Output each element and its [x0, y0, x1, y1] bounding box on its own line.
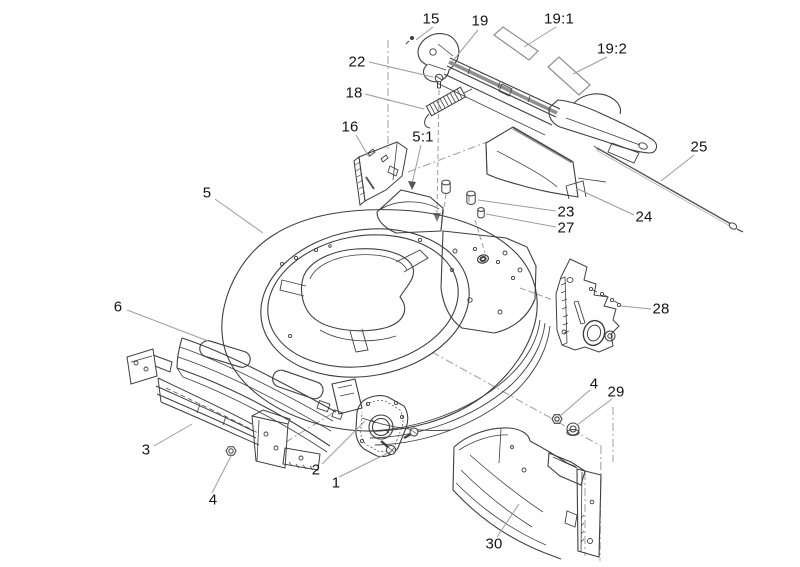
locknut-29: [566, 422, 580, 436]
bumper-left-flange: [126, 348, 158, 385]
screw-22: [434, 73, 444, 89]
discharge-deflector-30: [452, 414, 602, 560]
spring-hook: [424, 113, 431, 129]
door-hinge-rod: [436, 82, 546, 136]
cover-tab: [565, 180, 587, 200]
grommet-center: [479, 256, 487, 262]
bolt-1: [380, 440, 397, 456]
leader-arrowhead-5-1: [408, 181, 416, 190]
decal-19-2: [547, 56, 591, 96]
callout-22: 22: [348, 53, 366, 71]
belt-cover-24: [485, 126, 607, 200]
bolts-23-27: [441, 179, 485, 219]
door-left-cap: [417, 33, 460, 83]
callout-24: 24: [635, 208, 653, 226]
deck-bolt-holes: [279, 237, 516, 339]
callout-3: 3: [141, 441, 151, 459]
deflector-bracket: [576, 468, 602, 558]
bolt-upper: [441, 179, 451, 194]
hinge-pin-15: [405, 36, 414, 45]
decals: [493, 26, 591, 96]
callout-15: 15: [422, 10, 440, 28]
rear-door-assembly: [405, 33, 658, 164]
callout-27: 27: [557, 219, 575, 237]
callout-18: 18: [345, 84, 363, 102]
grommet: [476, 254, 490, 264]
spring-tail: [463, 88, 473, 94]
nut-4-right: [551, 414, 563, 424]
rear-panel-holes: [450, 248, 523, 315]
blade-opening: [300, 248, 415, 332]
door-right-hump: [573, 93, 622, 115]
callout-28: 28: [652, 300, 670, 318]
rear-cowl: [376, 189, 444, 234]
torsion-spring: [424, 86, 473, 129]
bracket-pin: [365, 176, 375, 190]
callout-4-right: 4: [589, 375, 599, 393]
door-right-boot: [548, 99, 658, 154]
door-bar-stripe: [448, 60, 558, 115]
front-bumper-3: [126, 348, 321, 471]
callout-5: 5: [202, 184, 212, 202]
skirt-ridges: [361, 319, 551, 446]
bolt-27: [477, 207, 485, 219]
opening-bridge-1: [395, 249, 429, 273]
deflector-tab: [564, 510, 578, 528]
decal-19-1: [493, 26, 539, 61]
callout-23: 23: [557, 203, 575, 221]
mounting-bracket-16: [353, 141, 408, 206]
door-foot-tab: [607, 142, 640, 164]
bolt-23: [466, 190, 476, 205]
deck-bowl-ring-inner: [267, 234, 459, 368]
opening-bridge-2: [279, 279, 307, 297]
plate-screws: [588, 286, 622, 308]
side-plate-28: [555, 258, 622, 353]
callout-19-2: 19:2: [597, 40, 627, 58]
control-rod-25: [593, 145, 744, 233]
door-bar: [443, 57, 561, 126]
callout-29: 29: [607, 383, 625, 401]
callout-30: 30: [485, 535, 503, 553]
rear-cowl-edge: [380, 201, 440, 210]
bracket-peg-1: [367, 148, 376, 157]
bumper-foot: [282, 447, 321, 471]
blade-opening-echo: [309, 254, 408, 280]
rear-panel: [440, 230, 537, 334]
callout-6: 6: [113, 298, 123, 316]
adjuster-slot: [573, 300, 586, 325]
plate-boss: [368, 414, 394, 440]
bowl-shadow-line: [319, 329, 397, 342]
callout-19-1: 19:1: [544, 10, 574, 28]
bearing-boss: [582, 319, 606, 347]
callout-2: 2: [311, 461, 321, 479]
bolt-upper-right: [403, 427, 419, 440]
opening-bridge-3: [349, 328, 369, 353]
corner-post-detail: [337, 384, 355, 397]
front-apron: [176, 337, 344, 453]
bracket-clip: [387, 165, 399, 177]
deck-outer-rim: [221, 209, 538, 432]
bumper-end-bracket: [251, 409, 291, 469]
callout-4-left: 4: [208, 491, 218, 509]
door-latch-tab: [498, 83, 513, 97]
deck-housing: [176, 189, 551, 453]
callout-19: 19: [471, 12, 489, 30]
nut-4-left: [225, 446, 237, 456]
deflector-mount-peak: [547, 452, 586, 486]
bracket-peg-2: [380, 154, 389, 163]
cover-plate-2: [355, 395, 419, 458]
corner-post: [331, 378, 363, 415]
leader-lines: [126, 26, 695, 538]
callout-1: 1: [331, 474, 341, 492]
deck-bowl-ring-outer: [260, 228, 470, 378]
callout-25: 25: [690, 138, 708, 156]
bumper-channel: [155, 377, 260, 446]
callout-5-1: 5:1: [412, 128, 434, 146]
callout-16: 16: [341, 118, 359, 136]
